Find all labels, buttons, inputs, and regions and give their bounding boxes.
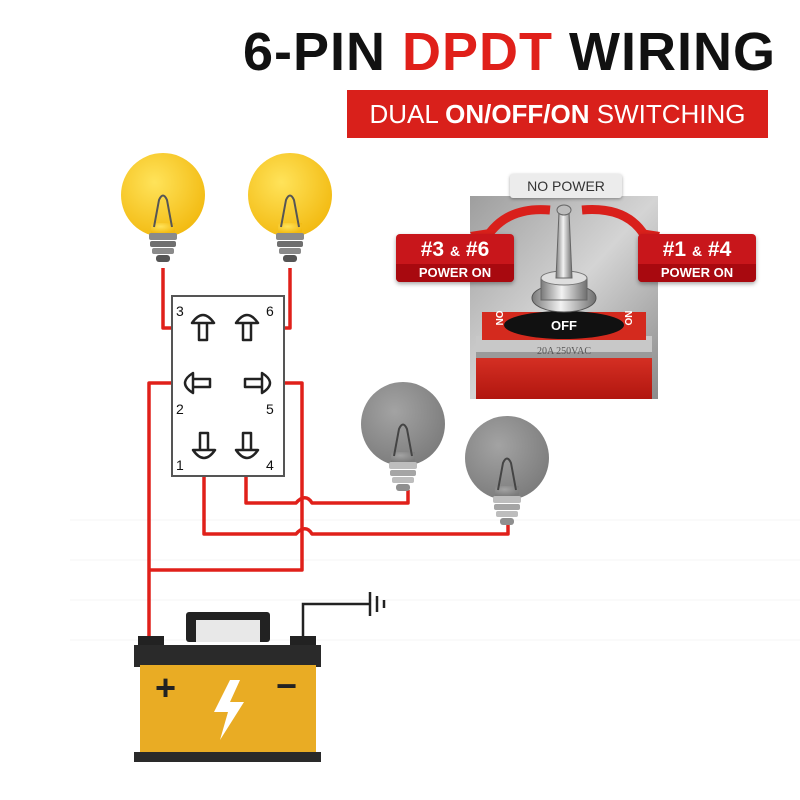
left-pin-b: #6 (465, 238, 490, 261)
background-grid (70, 519, 800, 641)
pin-label-4: 4 (266, 457, 274, 473)
pin-5-terminal (243, 371, 272, 395)
left-pin-a: #3 (420, 238, 445, 261)
subtitle-prefix: DUAL (369, 99, 446, 129)
pin-label-3: 3 (176, 303, 184, 319)
toggle-off-label: OFF (551, 318, 577, 333)
right-position-pins: #1 & #4 (638, 234, 756, 264)
switch-rating-text: 20A 250VAC (537, 346, 591, 357)
lit-bulb-icon (121, 153, 205, 262)
ground-wire (301, 602, 370, 638)
subtitle-suffix: SWITCHING (589, 99, 746, 129)
toggle-on-right-label: ON (624, 311, 635, 326)
pin-4-terminal (234, 431, 260, 460)
wire-pin1-bulb4 (202, 458, 510, 536)
battery-icon (134, 612, 321, 762)
lit-bulb-icon (248, 153, 332, 262)
pin-2-terminal (183, 371, 212, 395)
right-position-badge: #1 & #4 POWER ON (638, 234, 756, 282)
pin-1-terminal (191, 431, 217, 460)
battery-positive-label: + (155, 667, 176, 708)
unlit-bulb-icon (465, 416, 549, 525)
left-position-badge: #3 & #6 POWER ON (396, 234, 514, 282)
switch-pins (183, 313, 272, 460)
pin-label-5: 5 (266, 401, 274, 417)
title-suffix: WIRING (553, 22, 776, 82)
ground-symbol (368, 592, 386, 616)
no-power-label: NO POWER (510, 174, 622, 198)
pin-3-terminal (190, 313, 216, 342)
right-pin-b: #4 (707, 238, 732, 261)
lightning-bolt-icon (214, 680, 244, 740)
wires (147, 268, 510, 640)
title-accent: DPDT (402, 22, 554, 82)
title-prefix: 6-PIN (242, 22, 403, 82)
toggle-on-left-label: ON (493, 311, 504, 326)
left-position-pins: #3 & #6 (396, 234, 514, 264)
subtitle-banner: DUAL ON/OFF/ON SWITCHING (347, 90, 768, 138)
right-pin-a: #1 (662, 238, 687, 261)
unlit-bulb-icon (361, 382, 445, 491)
pin-6-terminal (234, 313, 260, 342)
right-amp: & (691, 243, 703, 259)
subtitle-bold: ON/OFF/ON (445, 99, 590, 129)
wire-pin4-bulb3 (244, 458, 410, 505)
left-position-status: POWER ON (396, 264, 514, 282)
toggle-switch-photo: 20A 250VAC OFF ON ON (470, 196, 658, 399)
page-title: 6-PIN DPDT WIRING (236, 12, 776, 92)
pin-label-2: 2 (176, 401, 184, 417)
pin-label-6: 6 (266, 303, 274, 319)
right-position-status: POWER ON (638, 264, 756, 282)
battery-negative-label: − (276, 665, 297, 706)
pin-labels: 3 6 2 5 1 4 (176, 303, 274, 473)
left-amp: & (449, 243, 461, 259)
dpdt-switch-block (171, 295, 285, 477)
pin-label-1: 1 (176, 457, 184, 473)
